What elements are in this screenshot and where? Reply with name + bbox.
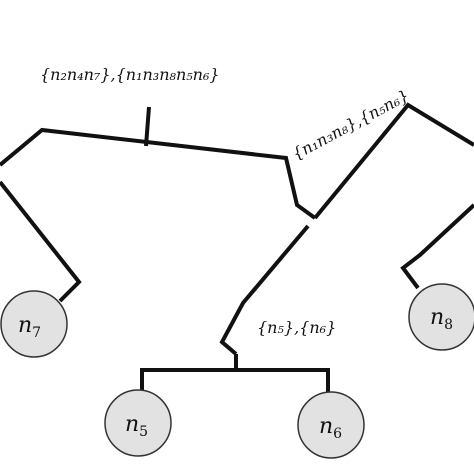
node-n5-label: n5 [125,412,148,440]
node-n8: n8 [408,283,474,351]
node-n6-label: n6 [319,414,342,442]
split-label-bottom: {n₅},{n₆} [257,318,336,337]
node-n8-circle [408,283,474,351]
split-label-root: {n₂n₄n₇},{n₁n₃n₈n₅n₆} [40,65,220,84]
edge-right-upper [313,102,474,220]
edge-right-lower-to-n5n6 [219,224,310,356]
node-n7: n7 [0,290,68,358]
edge-root-stem [144,106,151,147]
edge-left-branch-to-n7 [0,180,82,303]
node-n6: n6 [297,391,365,459]
node-n6-circle [297,391,365,459]
edge-n8-branch [400,203,474,290]
node-n7-circle [0,290,68,358]
edge-root-bar [0,127,317,220]
node-n8-label: n8 [430,305,453,333]
tree-edges [0,102,474,392]
node-n7-label: n7 [18,313,41,341]
node-n5: n5 [104,389,172,457]
node-n5-circle [104,389,172,457]
